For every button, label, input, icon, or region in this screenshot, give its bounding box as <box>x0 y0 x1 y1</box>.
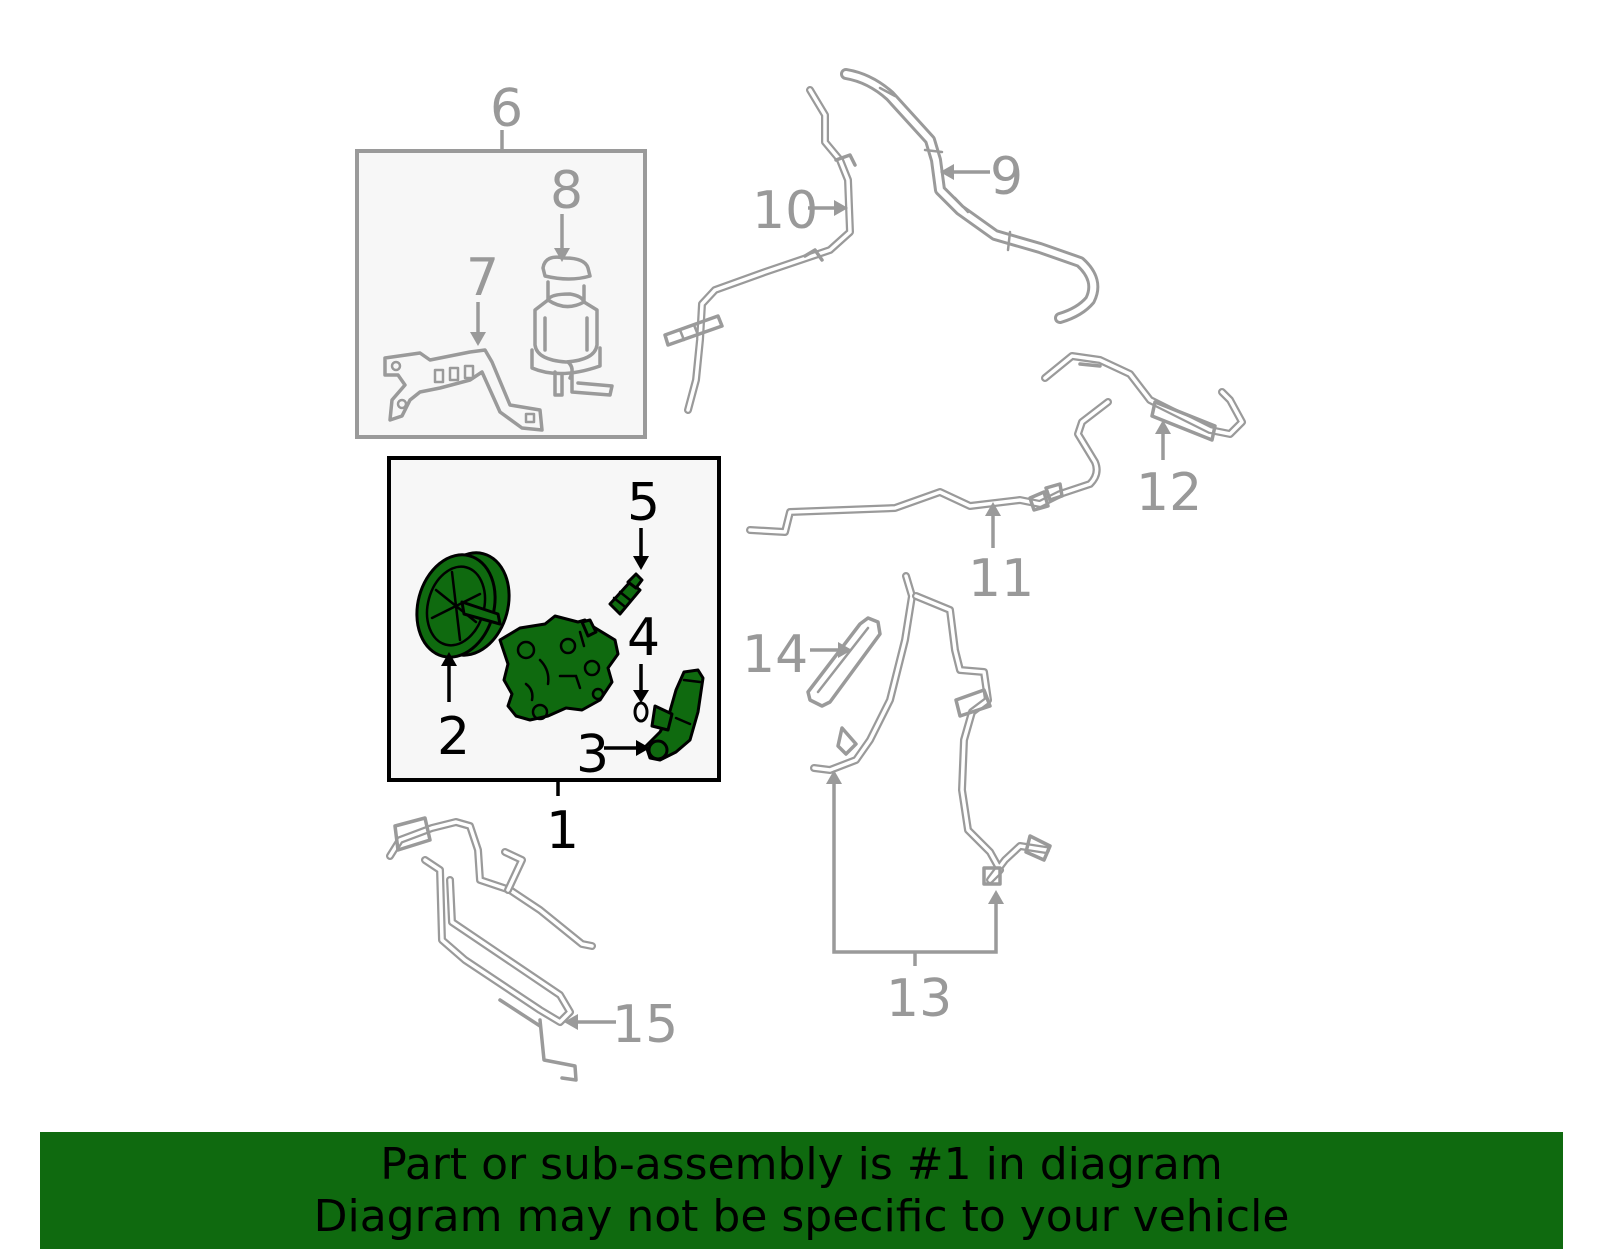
callout-10: 10 <box>752 181 818 241</box>
banner-line-2: Diagram may not be specific to your vehi… <box>313 1190 1290 1242</box>
callout-14: 14 <box>742 625 808 685</box>
callout-11: 11 <box>968 549 1034 609</box>
pump-assembly-group: 1 2 5 <box>387 456 721 861</box>
callout-5: 5 <box>627 473 660 533</box>
reservoir-bracket-part <box>383 348 544 432</box>
oil-cooler-part <box>386 816 596 1082</box>
callout-7: 7 <box>466 248 499 308</box>
power-steering-pump-part <box>498 614 620 722</box>
callout-8: 8 <box>550 161 583 221</box>
pressure-hoses-part <box>810 572 1052 886</box>
info-banner: Part or sub-assembly is #1 in diagram Di… <box>40 1132 1563 1249</box>
reservoir-assembly-box <box>355 149 647 439</box>
inlet-fitting-part <box>644 668 705 762</box>
return-hose-part <box>840 68 1100 324</box>
parts-diagram: 6 8 7 <box>355 68 1246 1082</box>
reservoir-part <box>530 255 614 397</box>
callout-15: 15 <box>612 995 678 1055</box>
callout-9: 9 <box>990 147 1023 207</box>
callout-1: 1 <box>546 801 579 861</box>
callout-4: 4 <box>627 608 660 668</box>
callout-2: 2 <box>437 707 470 767</box>
callout-6: 6 <box>490 79 523 139</box>
callout-12: 12 <box>1136 463 1202 523</box>
reservoir-assembly-group: 6 8 7 <box>355 79 647 439</box>
callout-13: 13 <box>886 969 952 1029</box>
callout-3: 3 <box>576 725 609 785</box>
banner-line-1: Part or sub-assembly is #1 in diagram <box>380 1138 1223 1190</box>
tube-bracket-part <box>806 616 882 708</box>
pulley-part <box>415 551 511 659</box>
return-tube-part <box>746 398 1112 536</box>
return-hose-section-part <box>1041 352 1246 442</box>
pressure-hose-part <box>663 86 857 414</box>
pressure-fitting-part <box>608 572 644 616</box>
